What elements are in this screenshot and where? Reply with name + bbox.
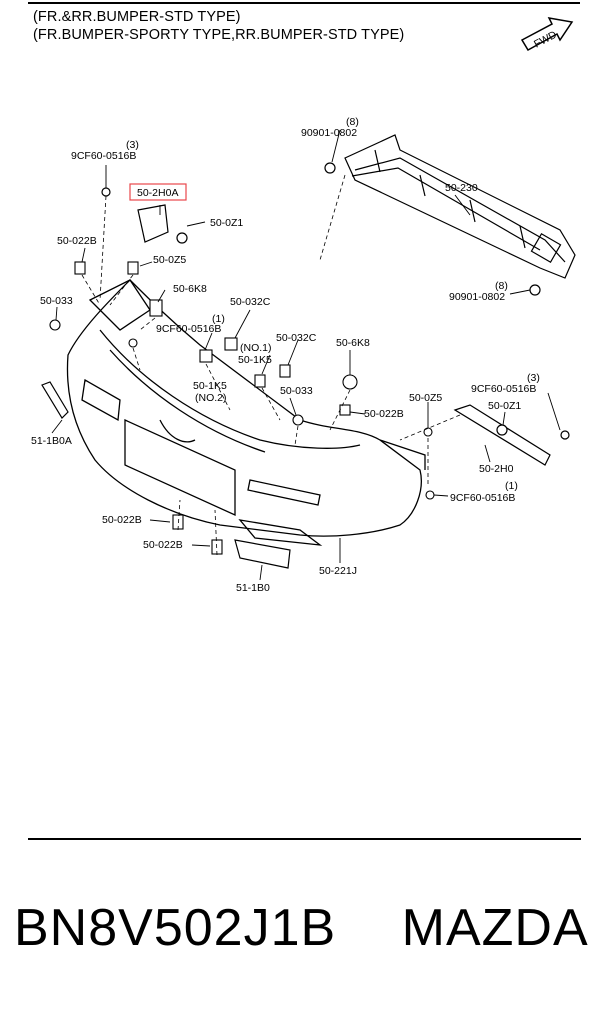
callout-label: 50-6K8 bbox=[336, 337, 370, 349]
bracket-right-drawing bbox=[453, 404, 570, 466]
callout-label: 50-230 bbox=[445, 182, 478, 194]
side-marker-left-drawing bbox=[41, 381, 69, 419]
callout-label: 9CF60-0516B bbox=[71, 150, 136, 162]
callout-label: 50-032C bbox=[230, 296, 271, 308]
part-caption: BN8V502J1B MAZDA bbox=[14, 898, 594, 958]
callout-labels: (3) 9CF60-0516B 50-2H0A 50-0Z1 50-022B 5… bbox=[31, 116, 540, 594]
callout-label: 50-032C bbox=[276, 332, 317, 344]
leader-lines bbox=[51, 129, 561, 581]
callout-label: 90901-0802 bbox=[301, 127, 357, 139]
bracket-left-drawing bbox=[101, 187, 188, 244]
callout-label: 50-022B bbox=[57, 235, 97, 247]
assembly-dashed-lines bbox=[81, 174, 461, 556]
callout-label-highlighted: 50-2H0A bbox=[137, 187, 178, 199]
callout-qty: (8) bbox=[495, 280, 508, 292]
bumper-reinforcement-drawing bbox=[324, 134, 576, 296]
callout-label: 50-1K5 bbox=[238, 354, 272, 366]
callout-label: 50-033 bbox=[40, 295, 73, 307]
callout-label: 50-022B bbox=[364, 408, 404, 420]
callout-label: 50-2H0 bbox=[479, 463, 514, 475]
brand-name: MAZDA bbox=[401, 899, 589, 957]
fwd-arrow-icon: FWD bbox=[520, 17, 574, 52]
callout-label: 9CF60-0516B bbox=[450, 492, 515, 504]
callout-label: 9CF60-0516B bbox=[156, 323, 221, 335]
diagram-header-line-1: (FR.&RR.BUMPER-STD TYPE) bbox=[33, 9, 241, 25]
callout-label: 50-0Z1 bbox=[210, 217, 243, 229]
callout-qty: (3) bbox=[527, 372, 540, 384]
callout-label: 90901-0802 bbox=[449, 291, 505, 303]
callout-label: 50-0Z1 bbox=[488, 400, 521, 412]
callout-label: 50-033 bbox=[280, 385, 313, 397]
reflector-drawing bbox=[234, 539, 291, 569]
callout-label: 50-0Z5 bbox=[153, 254, 186, 266]
callout-qty: (1) bbox=[212, 313, 225, 325]
callout-note: (NO.1) bbox=[240, 342, 272, 354]
callout-note: (NO.2) bbox=[195, 392, 227, 404]
part-number: BN8V502J1B bbox=[14, 899, 337, 957]
callout-qty: (3) bbox=[126, 139, 139, 151]
callout-label: 51-1B0A bbox=[31, 435, 72, 447]
callout-qty: (8) bbox=[346, 116, 359, 128]
parts-diagram: FWD bbox=[31, 17, 576, 594]
callout-label: 50-1K5 bbox=[193, 380, 227, 392]
callout-label: 9CF60-0516B bbox=[471, 383, 536, 395]
callout-label: 50-221J bbox=[319, 565, 357, 577]
callout-label: 50-022B bbox=[143, 539, 183, 551]
callout-label: 50-6K8 bbox=[173, 283, 207, 295]
top-rule bbox=[28, 2, 580, 4]
callout-label: 50-0Z5 bbox=[409, 392, 442, 404]
bottom-rule bbox=[28, 838, 581, 840]
callout-label: 51-1B0 bbox=[236, 582, 270, 594]
callout-label: 50-022B bbox=[102, 514, 142, 526]
diagram-header-line-2: (FR.BUMPER-SPORTY TYPE,RR.BUMPER-STD TYP… bbox=[33, 27, 405, 43]
callout-qty: (1) bbox=[505, 480, 518, 492]
highlighted-part-box bbox=[129, 183, 187, 201]
